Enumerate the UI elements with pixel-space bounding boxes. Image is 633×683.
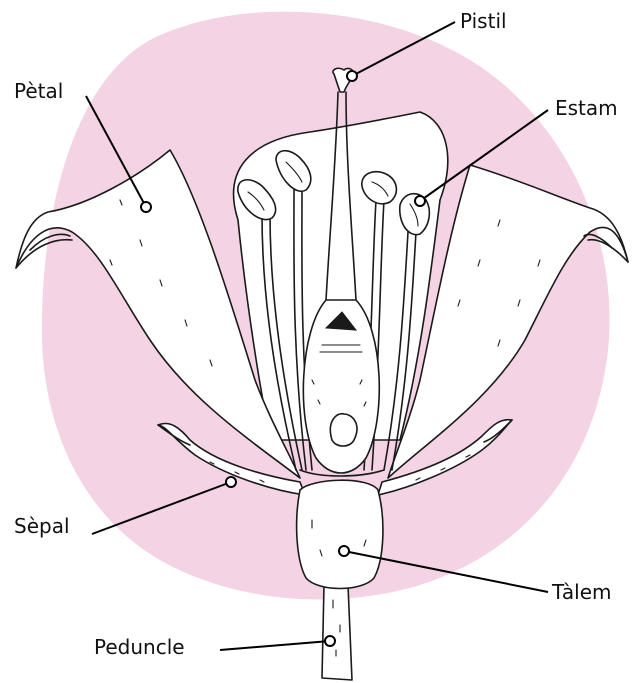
receptacle-label: Tàlem	[551, 580, 611, 604]
pistil-label: Pistil	[460, 9, 507, 33]
receptacle	[297, 480, 383, 588]
petal-dot	[141, 202, 151, 212]
peduncle-stem	[322, 585, 352, 680]
sepal-label: Sèpal	[14, 514, 70, 538]
sepal-dot	[226, 477, 236, 487]
pistil-dot	[347, 71, 357, 81]
petal-label: Pètal	[14, 79, 63, 103]
peduncle-leader	[220, 641, 330, 650]
stamen-label: Estam	[555, 96, 618, 120]
peduncle-label: Peduncle	[94, 635, 185, 659]
receptacle-dot	[339, 546, 349, 556]
peduncle-dot	[325, 636, 335, 646]
stamen-dot	[415, 196, 425, 206]
